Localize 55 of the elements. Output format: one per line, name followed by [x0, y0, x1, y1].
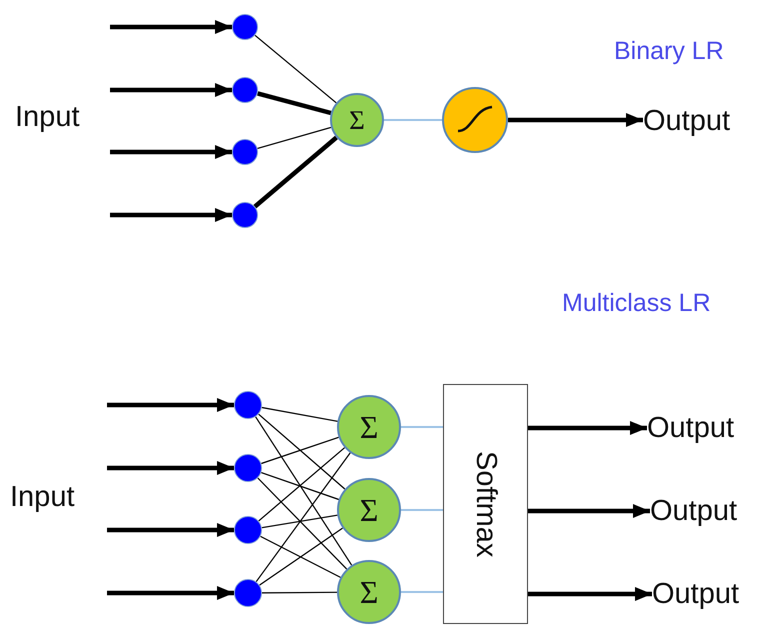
sum-circle — [330, 93, 384, 147]
text-label: Binary LR — [614, 36, 724, 66]
text-label: Multiclass LR — [562, 288, 711, 318]
output-label: Output — [650, 493, 762, 529]
sum-symbol: Σ — [360, 576, 378, 608]
neuron-circle — [232, 14, 258, 40]
connection-line — [253, 136, 338, 208]
arrow — [107, 586, 234, 600]
connection-line — [262, 592, 337, 594]
connection-line — [254, 34, 337, 104]
arrow — [528, 587, 652, 601]
arrow — [110, 20, 232, 34]
neuron-circle — [232, 202, 258, 228]
output-label: Output — [647, 410, 762, 446]
neuron-circle — [234, 516, 262, 544]
connection-line — [257, 91, 332, 116]
connection-line — [259, 528, 343, 586]
arrow — [528, 421, 647, 435]
neuron-circle — [232, 77, 258, 103]
arrow — [110, 83, 232, 97]
output-label: Output — [643, 103, 758, 139]
neuron-circle — [234, 454, 262, 482]
connection-line — [260, 536, 341, 578]
connection-line — [257, 478, 348, 570]
connection-line — [401, 591, 443, 593]
softmax-label: Softmax — [469, 450, 502, 558]
connection-line — [256, 452, 351, 582]
sum-symbol: Σ — [360, 494, 378, 526]
connection-line — [261, 472, 339, 500]
connection-line — [401, 426, 443, 428]
text-label: Input — [15, 100, 80, 135]
connection-line — [261, 436, 339, 464]
connection-line — [262, 514, 338, 528]
arrow — [528, 504, 650, 518]
arrow — [508, 113, 643, 127]
softmax-box — [443, 384, 528, 624]
connection-line — [258, 447, 345, 522]
arrow — [110, 208, 232, 222]
neuron-circle — [234, 579, 262, 607]
arrow — [110, 145, 232, 159]
output-label: Output — [652, 576, 762, 612]
connection-line — [384, 119, 442, 121]
connection-line — [262, 406, 338, 422]
sum-symbol: Σ — [349, 106, 365, 134]
arrow — [107, 461, 234, 475]
arrow — [107, 523, 234, 537]
connection-line — [258, 414, 346, 490]
connection-line — [257, 126, 332, 149]
text-label: Input — [10, 480, 74, 515]
neuron-circle — [234, 391, 262, 419]
arrow — [107, 398, 234, 412]
connection-line — [401, 509, 443, 511]
sum-symbol: Σ — [360, 411, 378, 443]
neuron-circle — [232, 139, 258, 165]
connection-line — [255, 416, 352, 566]
